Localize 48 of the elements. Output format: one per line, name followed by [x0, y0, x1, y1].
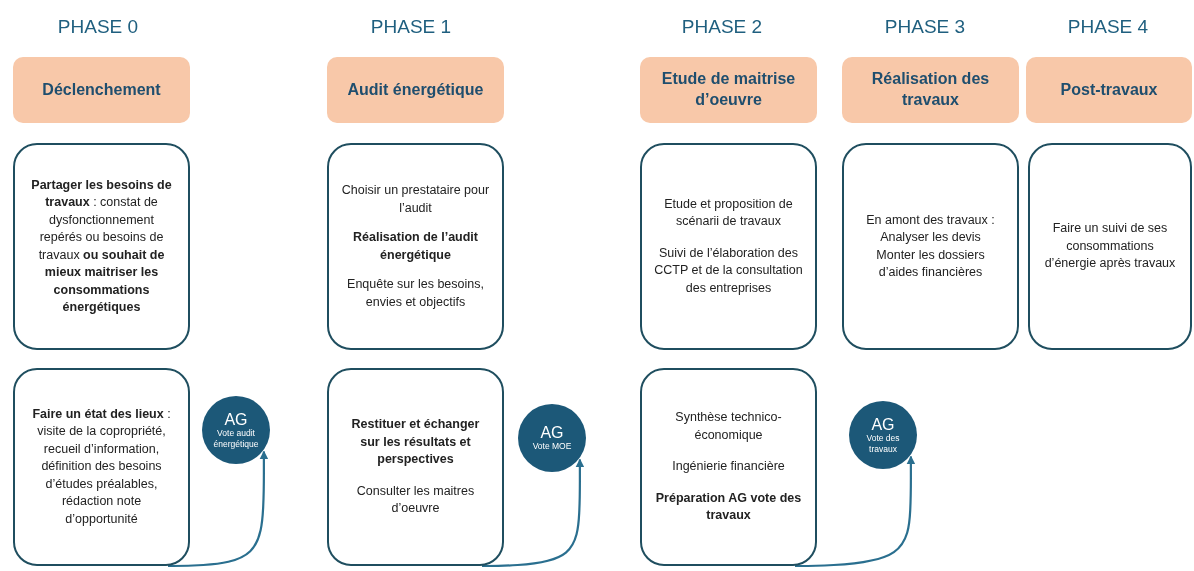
phase-label: PHASE 3 [884, 16, 966, 38]
step-text: Faire un état des lieux : visite de la copropriété, recueil d’information, définition des besoins d’études préalables, rédaction note d’opportunité [31, 405, 172, 528]
process-box [640, 368, 817, 566]
circle-title: AG [540, 423, 564, 442]
phase-header-box [1026, 57, 1192, 123]
step-text: Restituer et échanger sur les résultats et perspectives [350, 416, 481, 469]
step-text: Ingénierie financière [672, 458, 785, 476]
step-text: Analyser les devis [880, 229, 981, 246]
phase-label: PHASE 0 [57, 16, 139, 38]
process-box [842, 143, 1019, 350]
phase-header-box [842, 57, 1019, 123]
step-text: Synthèse technico-économique [674, 409, 783, 444]
curved-arrow [795, 455, 916, 568]
circle-subtitle: Vote des travaux [865, 433, 901, 455]
process-box [13, 368, 190, 566]
circle-subtitle: Vote MOE [531, 441, 573, 453]
curved-arrow [168, 450, 269, 568]
step-text: Etude et proposition de scénarii de travaux [663, 195, 794, 231]
step-text: Préparation AG vote des travaux [654, 489, 803, 525]
phase-label: PHASE 2 [681, 16, 763, 38]
step-text: Faire un suivi de ses consommations d’énergie après travaux [1043, 220, 1177, 273]
phase-label: PHASE 4 [1067, 16, 1149, 38]
process-box [327, 143, 504, 350]
step-text: Monter les dossiers d’aides financières [875, 246, 986, 281]
process-box [640, 143, 817, 350]
circle-title: AG [871, 415, 895, 434]
step-text: Choisir un prestataire pour l’audit [341, 182, 490, 217]
phase-header-box [327, 57, 504, 123]
step-text: Réalisation de l’audit énergétique [352, 229, 479, 264]
phase-title: Déclenchement [42, 79, 161, 100]
circle-title: AG [224, 410, 248, 429]
phase-title: Audit énergétique [347, 79, 484, 100]
phase-header-box [13, 57, 190, 123]
process-box [13, 143, 190, 350]
process-box [1028, 143, 1192, 350]
step-text: Enquête sur les besoins, envies et objectifs [346, 276, 485, 311]
step-text: Suivi de l’élaboration des CCTP et de la consultation des entreprises [654, 244, 803, 297]
phase-title: Post-travaux [1060, 79, 1158, 100]
process-box [327, 368, 504, 566]
phase-title: Réalisation des travaux [870, 69, 991, 110]
phase-header-box [640, 57, 817, 123]
step-text: Partager les besoins de travaux : constat de dysfonctionnement repérés ou besoins de travaux ou souhait de mieux maitriser les consommations énergétiques [30, 176, 173, 316]
phase-title: Etude de maitrise d’oeuvre [660, 69, 797, 110]
curved-arrow [482, 458, 585, 568]
step-text: En amont des travaux : [866, 211, 995, 229]
phase-label: PHASE 1 [370, 16, 452, 38]
circle-subtitle: Vote audit énergétique [212, 428, 260, 450]
step-text: Consulter les maitres d’oeuvre [355, 482, 476, 518]
